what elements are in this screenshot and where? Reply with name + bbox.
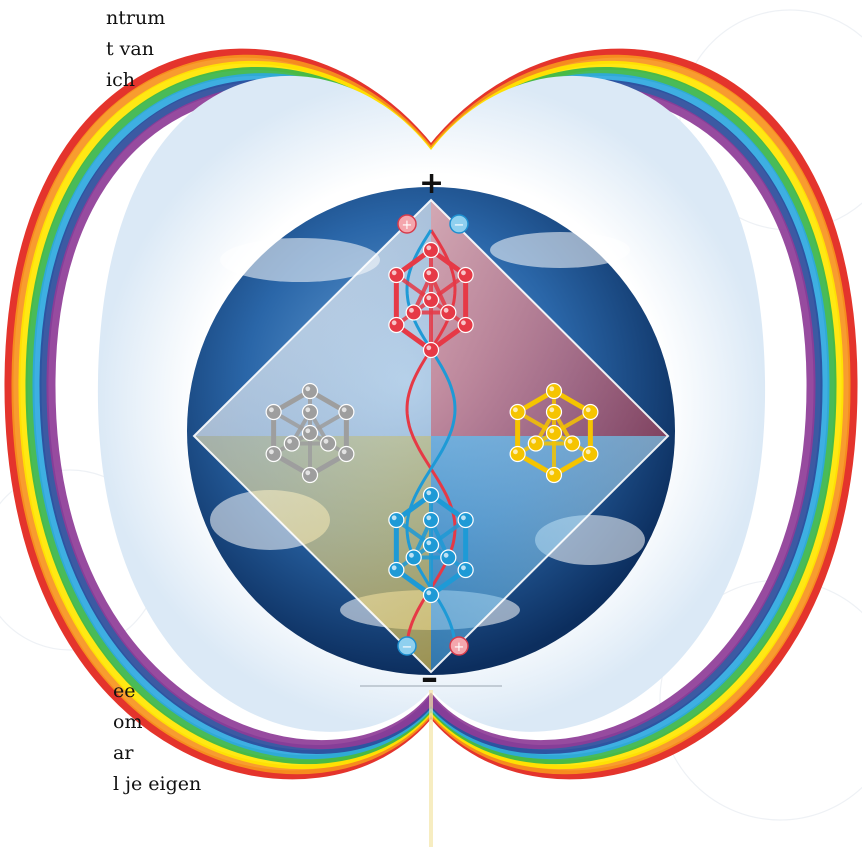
- text-line: ntrum: [106, 3, 165, 34]
- text-line: l je eigen: [113, 769, 201, 800]
- text-fragment-bottom: ee om ar l je eigen: [113, 676, 201, 800]
- text-fragment-top: ntrum t van ich: [106, 3, 165, 96]
- minus-sign: –: [421, 658, 438, 698]
- text-line: om: [113, 707, 201, 738]
- charge-marker-top-left: +: [398, 215, 416, 233]
- text-line: ee: [113, 676, 201, 707]
- text-line: t van: [106, 34, 165, 65]
- svg-text:−: −: [402, 640, 413, 655]
- svg-text:+: +: [402, 218, 413, 233]
- charge-marker-top-right: −: [450, 215, 468, 233]
- text-line: ar: [113, 738, 201, 769]
- svg-text:+: +: [454, 640, 465, 655]
- svg-text:−: −: [454, 218, 465, 233]
- plus-sign: +: [419, 166, 444, 201]
- text-line: ich: [106, 65, 165, 96]
- charge-marker-bottom-left: −: [398, 637, 416, 655]
- charge-marker-bottom-right: +: [450, 637, 468, 655]
